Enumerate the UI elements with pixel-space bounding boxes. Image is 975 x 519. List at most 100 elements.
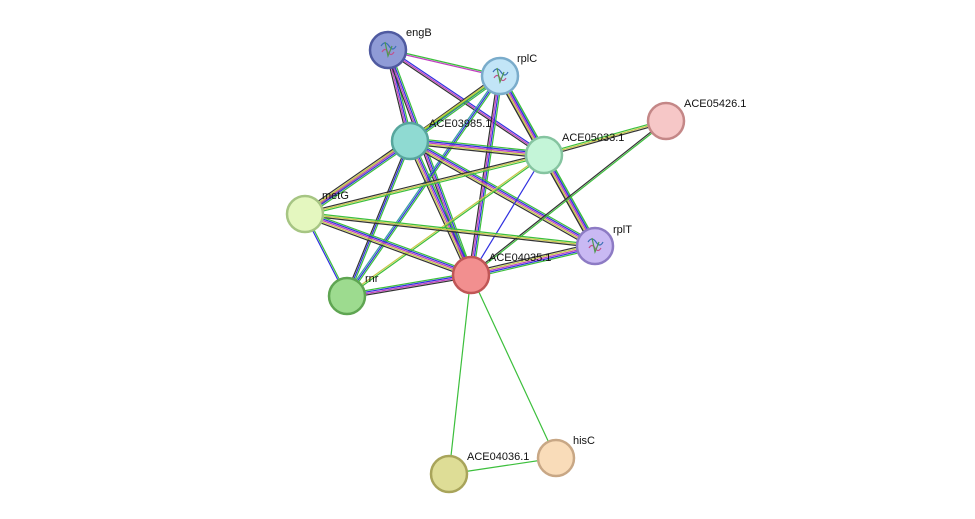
protein-structure-icon-stroke (588, 244, 602, 252)
node-label: engB (406, 27, 432, 39)
protein-structure-icon-stroke (587, 238, 604, 246)
node-circle[interactable] (429, 454, 469, 494)
edge-line-magenta (469, 75, 500, 275)
node-circle[interactable] (368, 30, 408, 70)
edge-line-yellow (543, 120, 667, 156)
edge-line-blue (410, 139, 597, 246)
edge-engb-ace04035-1 (385, 49, 474, 276)
node-circle[interactable] (480, 56, 520, 96)
edge-rplt-ace04035-1 (470, 242, 596, 279)
edge-rplc-ace04035-1 (468, 75, 503, 276)
edge-line-blue (346, 273, 471, 296)
edge-ace04035-1-ace04036-1 (448, 274, 472, 475)
node-label: ACE04036.1 (467, 451, 529, 463)
protein-structure-icon-stroke (381, 48, 395, 56)
node-rplt[interactable]: rplT (575, 224, 632, 266)
edge-line-black (406, 141, 469, 277)
node-circle[interactable] (451, 255, 491, 295)
edge-line-black (409, 143, 544, 159)
node-rplc[interactable]: rplC (480, 53, 537, 96)
edge-line-yellow (409, 141, 544, 158)
edge-line-blue (388, 49, 473, 275)
edge-line-green (411, 137, 597, 244)
node-circle[interactable] (327, 276, 367, 316)
edge-line-blue (471, 76, 502, 276)
node-metg[interactable]: metG (285, 190, 349, 234)
edge-line-black (303, 216, 471, 279)
node-circle[interactable] (285, 194, 325, 234)
edge-line-green (346, 272, 471, 295)
node-circle[interactable] (646, 101, 686, 141)
edge-ace05033-1-metg (304, 152, 545, 217)
node-label: ACE03985.1 (429, 118, 491, 130)
protein-structure-icon-stroke (492, 68, 509, 76)
node-label: ACE04035.1 (489, 252, 551, 264)
protein-structure-icon-stroke (384, 41, 393, 59)
edge-line-magenta (386, 50, 471, 276)
edge-line-magenta (387, 49, 545, 156)
protein-structure-icon-stroke (496, 67, 505, 85)
edge-line-green (543, 118, 666, 155)
node-circle[interactable] (575, 226, 615, 266)
edge-line-blue (305, 212, 472, 275)
protein-structure-icon-stroke (493, 74, 507, 82)
edge-line-green (471, 248, 596, 279)
node-engb[interactable]: engB (368, 27, 432, 70)
edge-line-black (470, 242, 595, 273)
edges-layer (302, 48, 667, 475)
edge-ace03985-1-metg (302, 138, 413, 217)
edge-line-yellow (408, 141, 471, 276)
edge-line-black (385, 50, 470, 276)
edge-line-green (305, 211, 596, 246)
edge-line-black (470, 119, 666, 275)
edge-ace05033-1-rnr (346, 153, 545, 298)
node-label: hisC (573, 435, 595, 447)
edge-ace05033-1-ace04035-1 (470, 154, 545, 276)
edge-line-green (471, 121, 667, 277)
edge-rnr-ace04035-1 (346, 272, 472, 299)
edge-line-green (389, 49, 474, 275)
node-label: rplC (517, 53, 537, 65)
protein-structure-icon (492, 67, 509, 85)
edge-line-yellow (408, 141, 595, 248)
node-label: metG (322, 190, 349, 202)
node-ace04036-1[interactable]: ACE04036.1 (429, 451, 529, 494)
edge-line-black (302, 138, 409, 213)
edge-ace03985-1-rplt (408, 137, 597, 250)
protein-structure-icon (380, 41, 397, 59)
edge-line-blue (410, 138, 545, 155)
edge-line-blue (410, 140, 473, 275)
edge-line-green (412, 139, 475, 275)
node-ace03985-1[interactable]: ACE03985.1 (390, 118, 491, 161)
node-rnr[interactable]: rnr (327, 273, 379, 316)
edge-ace03985-1-rnr (345, 140, 412, 297)
edge-line-green (347, 76, 502, 298)
edge-ace03985-1-ace04035-1 (406, 139, 475, 277)
edge-line-green (347, 141, 412, 297)
edge-ace03985-1-ace05033-1 (409, 137, 545, 159)
node-circle[interactable] (390, 121, 430, 161)
node-hisc[interactable]: hisC (536, 435, 595, 478)
edge-line-green (306, 142, 413, 217)
edge-line-magenta (409, 140, 596, 247)
node-circle[interactable] (536, 438, 576, 478)
protein-structure-icon-stroke (380, 42, 397, 50)
node-label: ACE05426.1 (684, 98, 746, 110)
edge-line-magenta (470, 245, 596, 276)
edge-line-blue (346, 140, 411, 297)
edge-line-green (410, 137, 545, 153)
edge-line-magenta (409, 140, 545, 156)
node-ace05426-1[interactable]: ACE05426.1 (646, 98, 746, 141)
edge-line-green (470, 274, 557, 459)
node-label: rnr (365, 273, 379, 285)
edge-ace04035-1-hisc (470, 274, 557, 459)
edge-line-blue (471, 246, 596, 278)
node-ace05033-1[interactable]: ACE05033.1 (524, 132, 624, 175)
edge-line-blue (305, 141, 412, 216)
edge-ace05033-1-ace05426-1 (543, 118, 667, 158)
node-ace04035-1[interactable]: ACE04035.1 (451, 252, 551, 295)
node-circle[interactable] (524, 135, 564, 175)
node-label: ACE05033.1 (562, 132, 624, 144)
